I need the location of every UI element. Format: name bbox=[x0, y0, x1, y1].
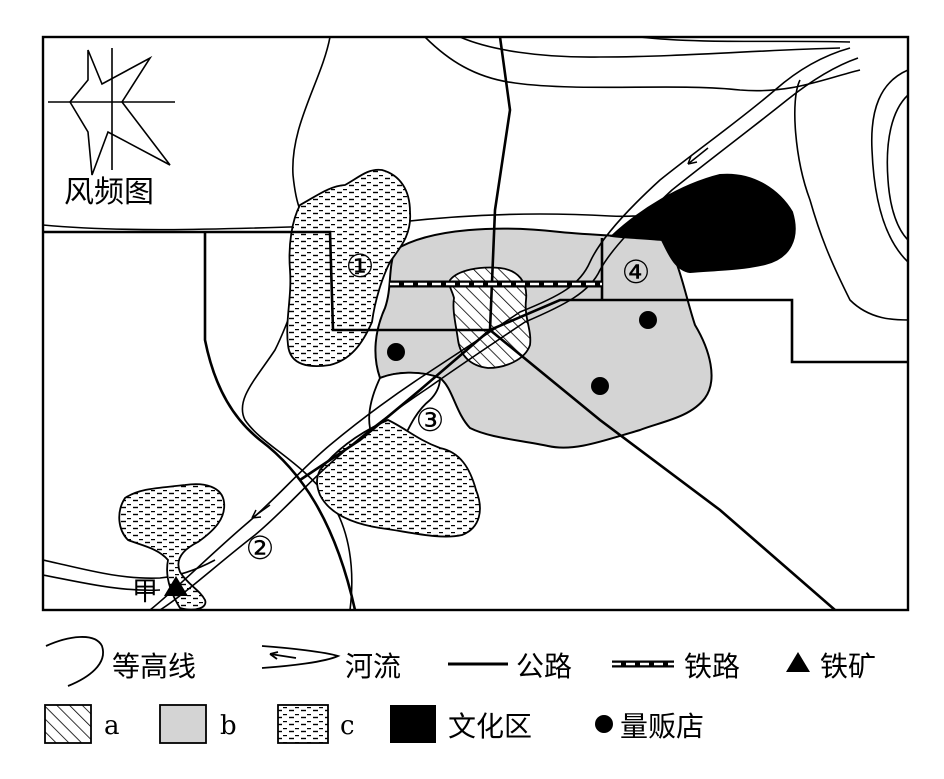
dash-swatch-icon bbox=[277, 704, 329, 744]
culture-zone-area bbox=[609, 173, 796, 274]
area-label-1: ① bbox=[346, 247, 375, 285]
legend-label-river: 河流 bbox=[345, 650, 401, 683]
legend-label-railway: 铁路 bbox=[684, 650, 740, 683]
store-dot bbox=[591, 377, 609, 395]
iron-mine-triangle bbox=[164, 576, 188, 596]
map-content: 甲 风频图 ① ② ③ ④ bbox=[43, 37, 908, 610]
legend-label-store: 量贩店 bbox=[620, 710, 704, 743]
roads bbox=[43, 37, 908, 610]
store-dot bbox=[387, 343, 405, 361]
river-icon bbox=[261, 645, 341, 669]
area-label-3: ③ bbox=[416, 401, 445, 439]
store-dot bbox=[639, 311, 657, 329]
legend-label-c: c bbox=[340, 711, 355, 741]
map-frame bbox=[41, 35, 910, 612]
area-label-4: ④ bbox=[622, 253, 651, 291]
dot-icon bbox=[595, 715, 613, 733]
wind-rose-icon bbox=[48, 48, 175, 176]
legend-label-b: b bbox=[220, 711, 237, 741]
zone-c-area-1 bbox=[286, 168, 411, 367]
river bbox=[149, 47, 859, 610]
legend-label-iron-mine: 铁矿 bbox=[820, 650, 876, 683]
store-dots bbox=[387, 311, 657, 395]
wind-rose-label: 风频图 bbox=[64, 175, 154, 210]
circled-number: ④ bbox=[622, 253, 651, 291]
legend-label-road: 公路 bbox=[516, 650, 572, 683]
legend-row-1: 等高线 河流 公路 铁路 铁矿 bbox=[45, 636, 876, 687]
zone-c-area-3 bbox=[118, 483, 226, 610]
circled-number: ③ bbox=[416, 401, 445, 439]
circled-number: ① bbox=[346, 247, 375, 285]
iron-mine-label: 甲 bbox=[132, 577, 158, 607]
black-swatch-icon bbox=[390, 705, 436, 743]
river-flow-arrows bbox=[251, 147, 709, 519]
circled-number: ② bbox=[246, 529, 275, 567]
legend-label-contour: 等高线 bbox=[112, 650, 196, 683]
contour-line-icon bbox=[45, 636, 104, 687]
zone-c-area-2 bbox=[316, 419, 481, 538]
hatch-swatch-icon bbox=[44, 704, 92, 744]
legend-row-2: a b c 文化区 量贩店 bbox=[44, 704, 704, 744]
area-label-2: ② bbox=[246, 529, 275, 567]
legend-label-a: a bbox=[104, 711, 120, 741]
gray-swatch-icon bbox=[159, 704, 207, 744]
triangle-icon bbox=[786, 652, 810, 672]
legend-label-culture: 文化区 bbox=[448, 710, 532, 743]
